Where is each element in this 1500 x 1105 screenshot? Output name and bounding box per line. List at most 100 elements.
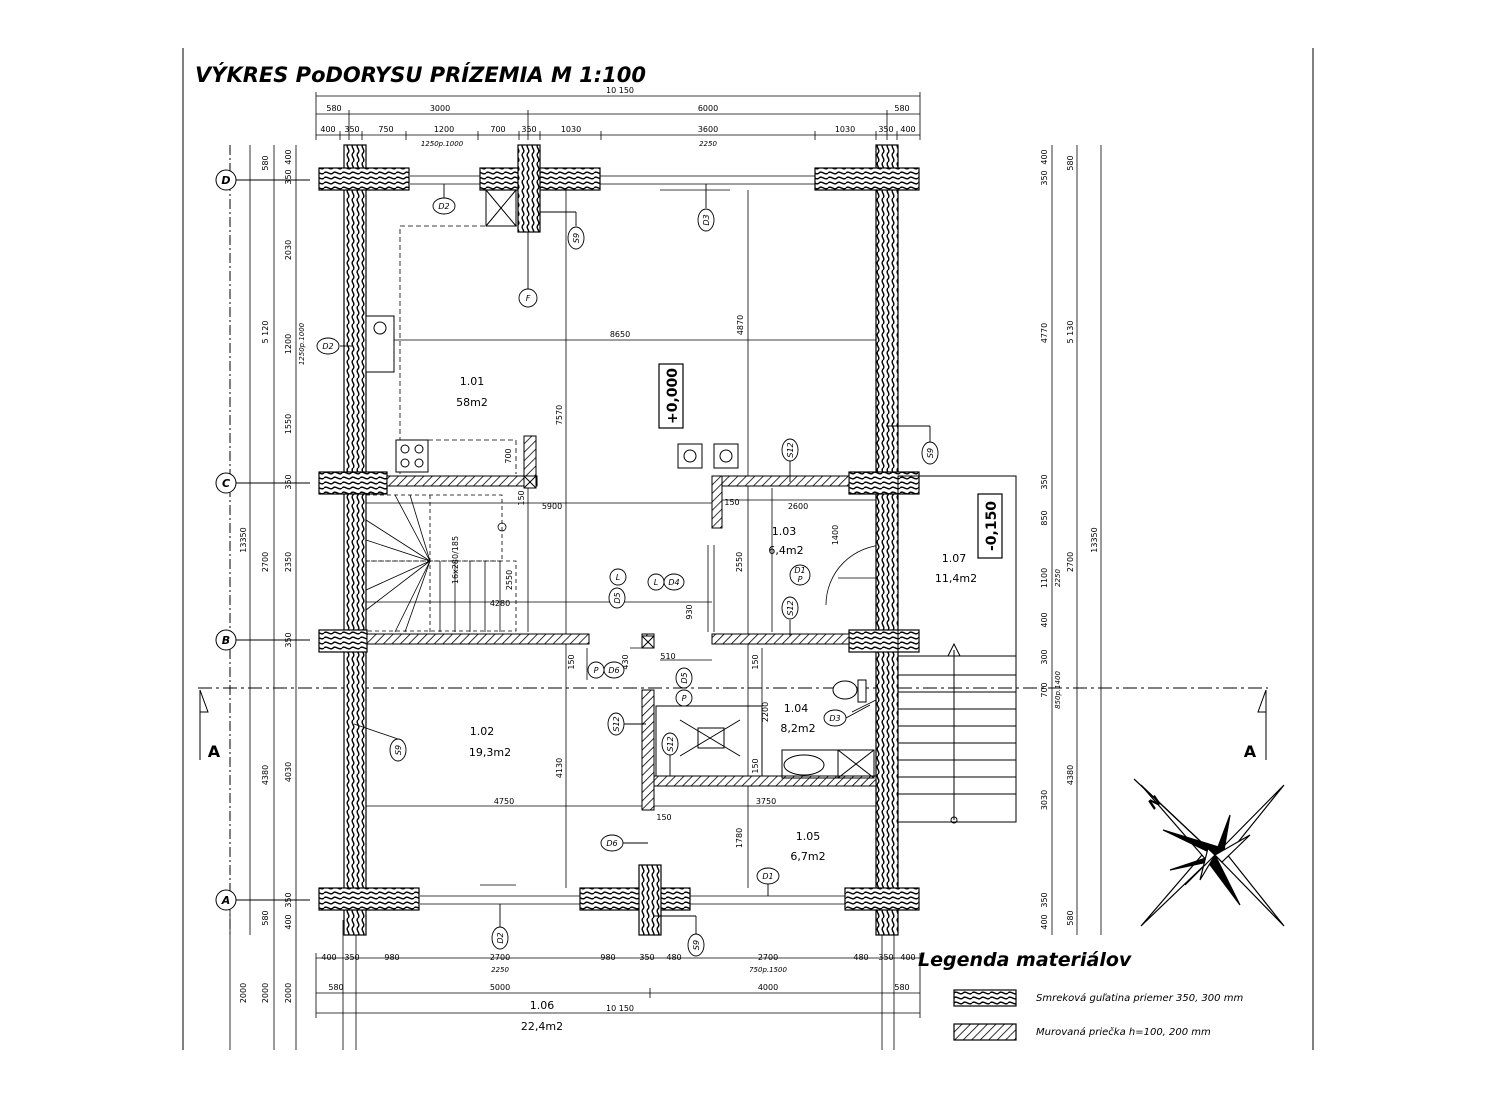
dim-top-note-2250: 2250: [699, 140, 717, 148]
dim-left-2000-b: 2000: [261, 983, 270, 1003]
dimension-lines: [229, 92, 1102, 1050]
dim-ro-580b: 580: [1066, 910, 1075, 925]
idim-3750: 3750: [756, 797, 776, 806]
legend-swatch-log: [953, 989, 1017, 1007]
dim-b1-2700b: 2700: [758, 953, 778, 962]
dim-ro-580: 580: [1066, 155, 1075, 170]
tag-d4: D4: [668, 578, 679, 587]
dim-li-400: 400: [284, 149, 293, 164]
room-1-02-area: 19,3m2: [469, 746, 511, 759]
dim-ri-350c: 350: [1040, 892, 1049, 907]
compass-rose: [1133, 778, 1285, 927]
dim-b2-5000: 5000: [490, 983, 510, 992]
axis-label-d: D: [221, 174, 230, 187]
tag-s12-c: S12: [612, 716, 621, 731]
tag-d2-side: D2: [322, 342, 333, 351]
legend-item-masonry: Murovaná priečka h=100, 200 mm: [1036, 1026, 1211, 1038]
room-1-03-number: 1.03: [772, 525, 797, 538]
dim-ri-400b: 400: [1040, 612, 1049, 627]
level-plus-0000: +0,000: [665, 368, 681, 424]
tag-p-c: P: [682, 694, 687, 703]
room-1-06-number: 1.06: [530, 999, 555, 1012]
axis-bubble-b: [215, 629, 237, 651]
dim-li-2350: 2350: [284, 552, 293, 572]
dim-ro-4380: 4380: [1066, 765, 1075, 785]
tag-d2-bottom: D2: [496, 932, 505, 943]
dim-ri-350b: 350: [1040, 474, 1049, 489]
shower-area: [655, 705, 763, 777]
toilet: [832, 680, 858, 700]
drawing-title: VÝKRES PoDORYSU PRÍZEMIA M 1:100: [195, 62, 646, 87]
section-line: [198, 687, 1268, 760]
tag-s9-bottom: S9: [692, 940, 701, 950]
shower-tray: [697, 727, 725, 749]
dim-b2-4000: 4000: [758, 983, 778, 992]
cooktop: [395, 439, 429, 473]
legend-swatch-masonry: [953, 1023, 1017, 1041]
dim-ri-850: 850: [1040, 510, 1049, 525]
dim-ri-700: 700: [1040, 682, 1049, 697]
idim-150d: 150: [751, 654, 760, 669]
dim-ro-13350: 13350: [1090, 527, 1099, 552]
dim-top3-350c: 350: [878, 125, 893, 134]
dim-ri-400c: 400: [1040, 914, 1049, 929]
tag-s12-d: S12: [666, 736, 675, 751]
dim-top3-750: 750: [378, 125, 393, 134]
room-1-05-area: 6,7m2: [790, 850, 825, 863]
stair-label: 16x280/185: [451, 536, 460, 584]
tag-s9-top: S9: [572, 233, 581, 243]
terrace-stairs: [897, 475, 1017, 824]
sheet-frame: [182, 48, 1314, 1050]
dim-left-13350: 13350: [239, 527, 248, 552]
dim-b1-2700: 2700: [490, 953, 510, 962]
dim-ro-5130: 5 130: [1066, 321, 1075, 344]
tag-s12-b: S12: [786, 600, 795, 615]
idim-150f: 150: [656, 813, 671, 822]
dim-top3-400: 400: [320, 125, 335, 134]
idim-4130: 4130: [555, 758, 564, 778]
dim-b1-400b: 400: [900, 953, 915, 962]
idim-1780: 1780: [735, 828, 744, 848]
dim-top3-700: 700: [490, 125, 505, 134]
idim-2200: 2200: [761, 702, 770, 722]
tag-d1-b: D1: [762, 872, 773, 881]
dim-left-5120: 5 120: [261, 321, 270, 344]
tag-d3-window: D3: [702, 214, 711, 225]
dim-top3-1200: 1200: [434, 125, 454, 134]
dim-top3-1030: 1030: [561, 125, 581, 134]
dim-top3-350b: 350: [521, 125, 536, 134]
tag-d5-a: D5: [613, 592, 622, 603]
tag-d3-wc: D3: [829, 714, 840, 723]
tag-l-b: L: [654, 578, 658, 587]
dim-left-2000-a: 2000: [239, 983, 248, 1003]
tag-p-a: P: [798, 575, 803, 584]
idim-430: 430: [621, 654, 630, 669]
dim-left-note-window: 1250p.1000: [298, 322, 306, 365]
dim-li-4030: 4030: [284, 762, 293, 782]
axis-label-c: C: [222, 477, 230, 490]
tag-d5-b: D5: [680, 672, 689, 683]
idim-150b: 150: [724, 498, 739, 507]
room-1-04-area: 8,2m2: [780, 722, 815, 735]
dim-left-4380: 4380: [261, 765, 270, 785]
idim-2600: 2600: [788, 502, 808, 511]
dim-b1-980b: 980: [600, 953, 615, 962]
axis-bubble-c: [215, 472, 237, 494]
dim-ri-300: 300: [1040, 649, 1049, 664]
idim-4280: 4280: [490, 599, 510, 608]
dim-top3-350: 350: [344, 125, 359, 134]
dim-b1-400: 400: [321, 953, 336, 962]
dim-top-note-window: 1250p.1000: [421, 140, 464, 148]
dim-left-2700: 2700: [261, 552, 270, 572]
dim-top-6000: 6000: [698, 104, 718, 113]
dim-b1-350c: 350: [878, 953, 893, 962]
section-mark-right: A: [1244, 742, 1257, 761]
dim-b1-350: 350: [344, 953, 359, 962]
dim-ri-1100: 1100: [1040, 568, 1049, 588]
legend-item-log: Smreková guľatina priemer 350, 300 mm: [1036, 992, 1243, 1004]
idim-4750: 4750: [494, 797, 514, 806]
dim-top3-400b: 400: [900, 125, 915, 134]
dim-li-2030: 2030: [284, 240, 293, 260]
room-1-07-number: 1.07: [942, 552, 967, 565]
